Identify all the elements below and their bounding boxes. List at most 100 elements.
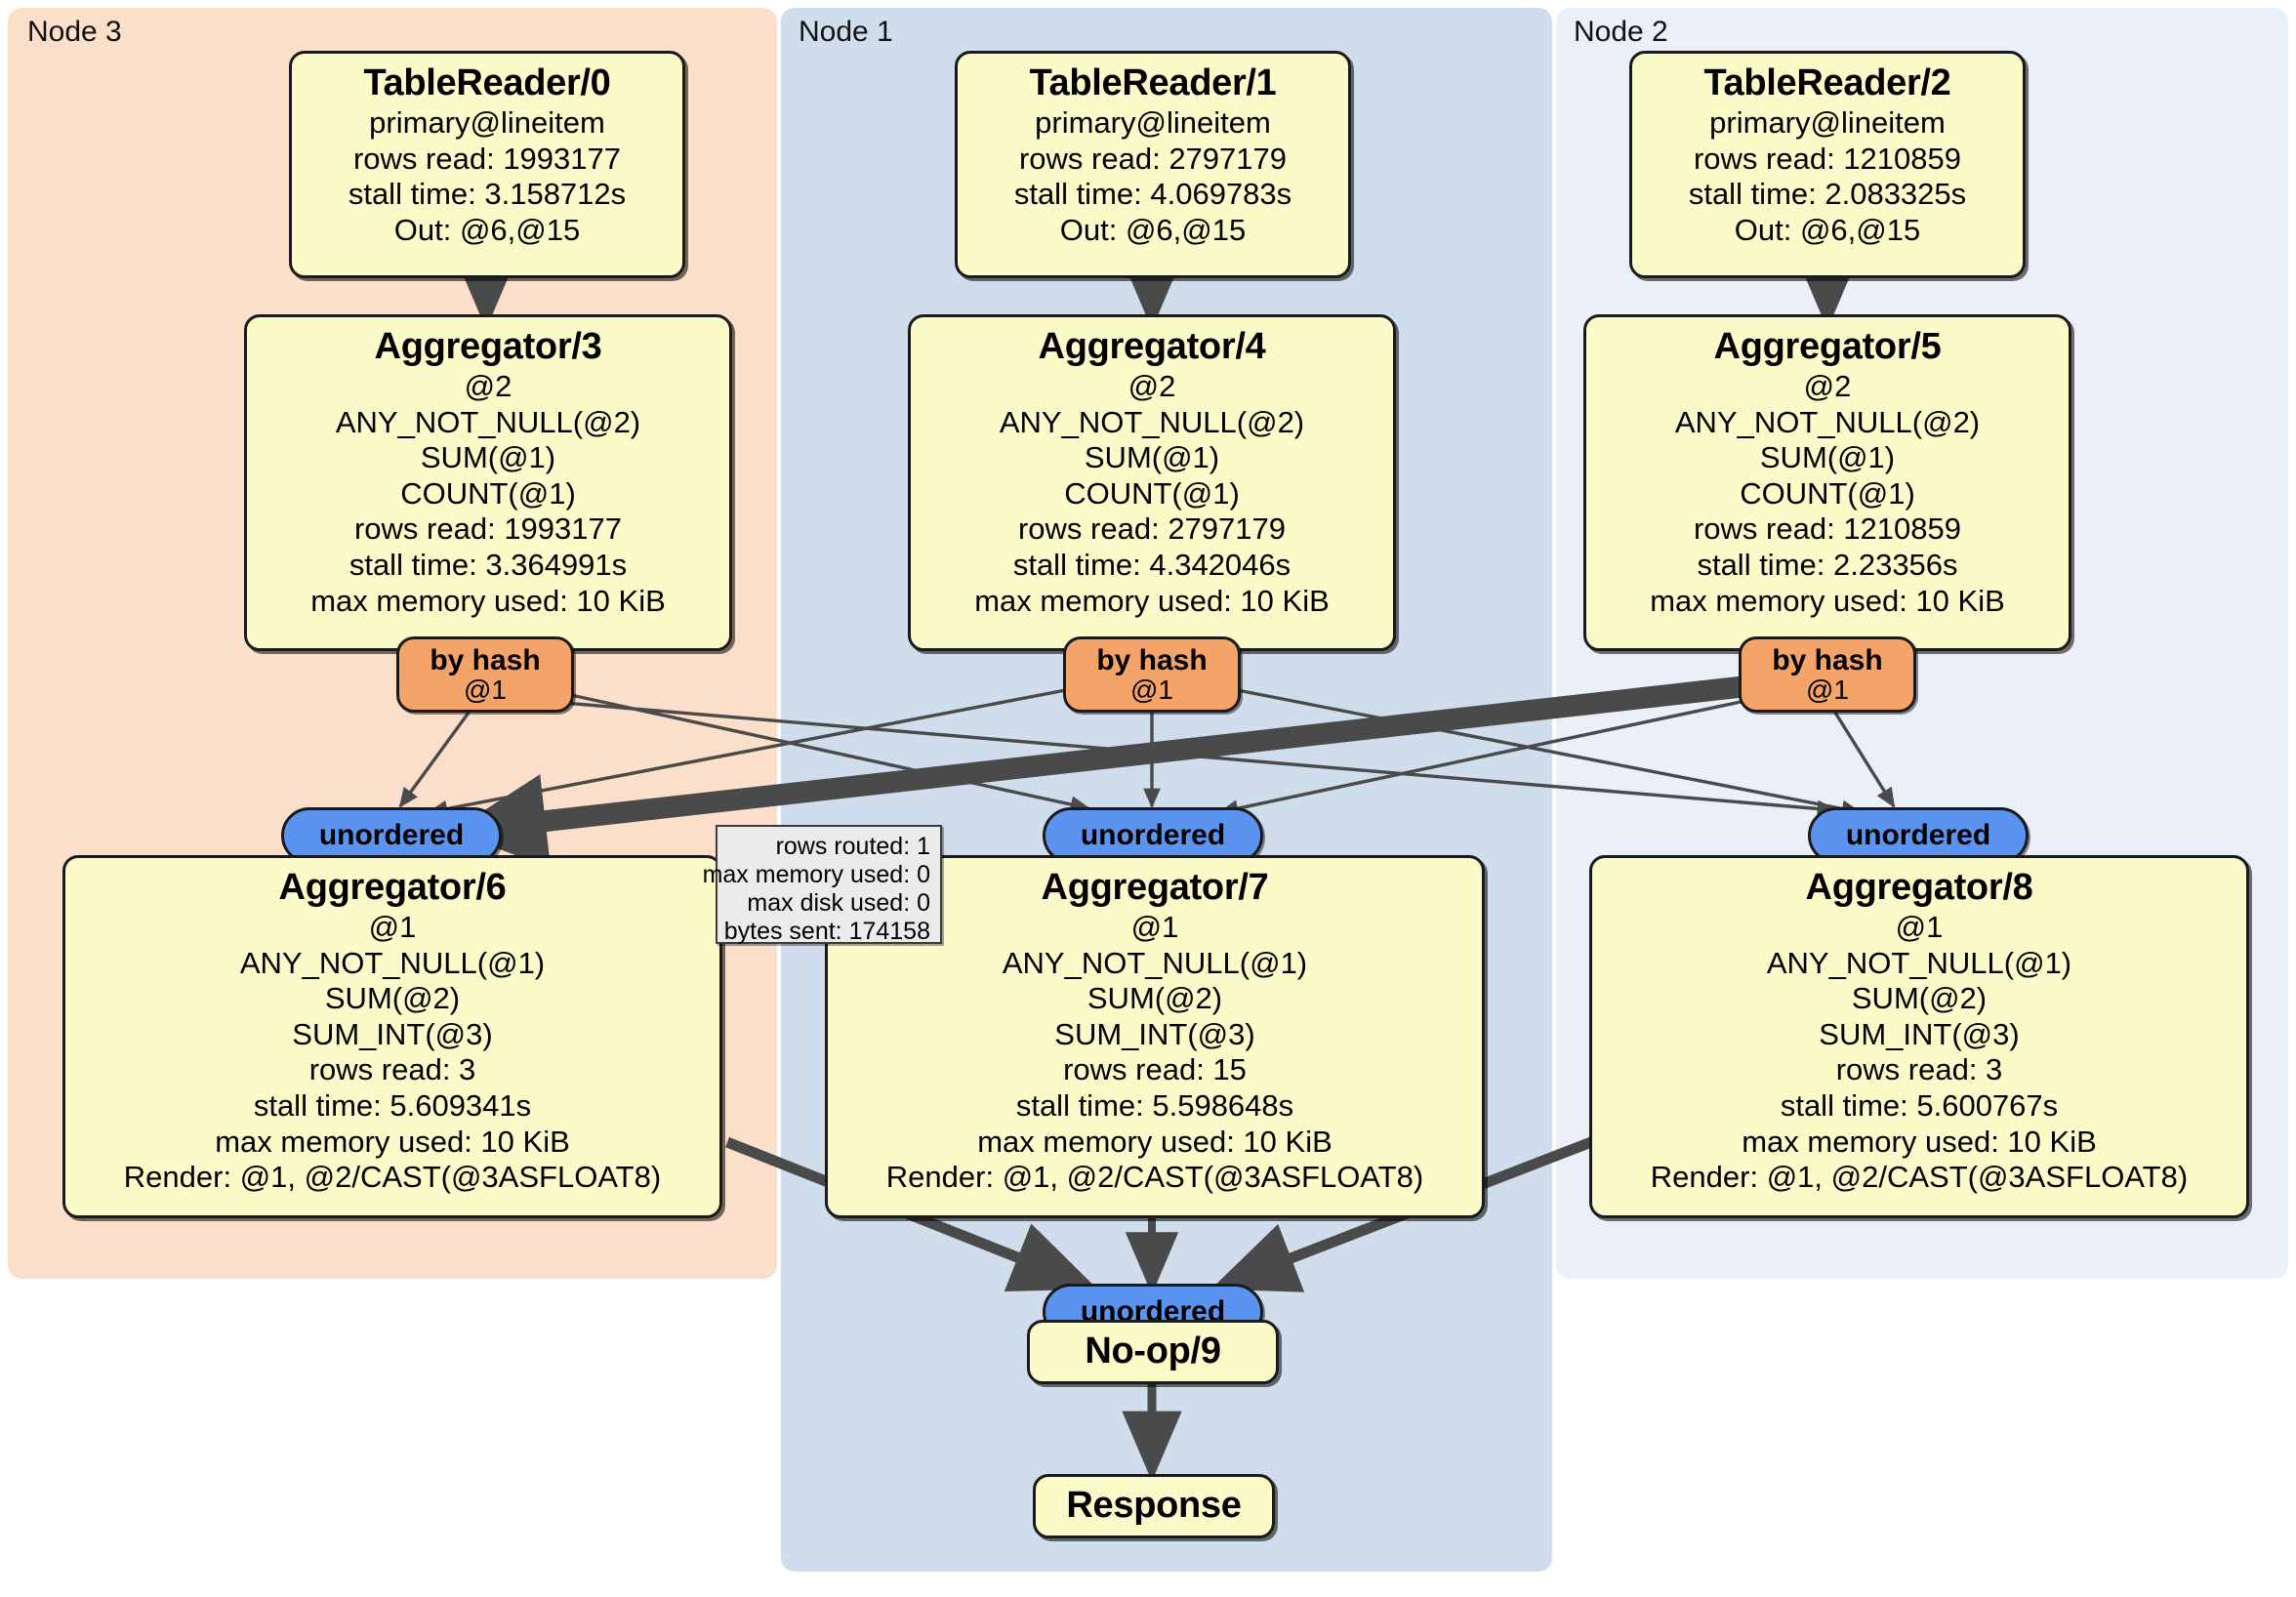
operator-max-memory: max memory used: 10 KiB [977,1124,1332,1159]
operator-max-memory: max memory used: 10 KiB [215,1124,570,1159]
operator-out: Out: @6,@15 [1734,212,1921,247]
panel-label-node3: Node 3 [27,16,122,48]
input-sync-unordered-node2[interactable]: unordered [1808,807,2029,864]
stats-max-memory-used: max memory used: 0 [702,861,930,888]
output-router-by-hash-node2[interactable]: by hash @1 [1739,636,1916,713]
operator-agg-2: SUM(@1) [420,440,556,475]
operator-agg-3: SUM_INT(@3) [1819,1016,2020,1051]
operator-stall-time: stall time: 5.598648s [1015,1087,1294,1123]
operator-rows-read: rows read: 1210859 [1693,141,1962,176]
operator-tablereader-0[interactable]: TableReader/0 primary@lineitem rows read… [289,51,685,278]
operator-agg-3: SUM_INT(@3) [1054,1016,1255,1051]
operator-title: TableReader/2 [1703,62,1951,103]
operator-title: Aggregator/4 [1038,326,1266,367]
operator-stall-time: stall time: 5.609341s [253,1087,532,1123]
operator-aggregator-3[interactable]: Aggregator/3 @2 ANY_NOT_NULL(@2) SUM(@1)… [244,314,732,651]
stats-rows-routed: rows routed: 1 [775,833,930,860]
operator-agg-2: SUM(@1) [1084,440,1220,475]
operator-out: Out: @6,@15 [1059,212,1247,247]
operator-stall-time: stall time: 4.342046s [1012,547,1292,582]
operator-group-key: @1 [368,910,417,945]
operator-agg-1: ANY_NOT_NULL(@2) [999,404,1305,439]
operator-max-memory: max memory used: 10 KiB [1650,583,2005,618]
operator-max-memory: max memory used: 10 KiB [1742,1124,2097,1159]
router-title: by hash [430,643,541,676]
operator-group-key: @2 [1128,369,1176,404]
operator-tablereader-2[interactable]: TableReader/2 primary@lineitem rows read… [1629,51,2026,278]
operator-agg-1: ANY_NOT_NULL(@2) [1674,404,1981,439]
operator-title: Aggregator/7 [1041,867,1269,908]
operator-rows-read: rows read: 1210859 [1693,512,1962,547]
operator-title: Aggregator/8 [1805,867,2033,908]
operator-table: primary@lineitem [369,105,605,141]
operator-rows-read: rows read: 3 [1835,1052,2003,1087]
operator-aggregator-8[interactable]: Aggregator/8 @1 ANY_NOT_NULL(@1) SUM(@2)… [1589,855,2249,1218]
operator-agg-3: COUNT(@1) [400,475,576,511]
operator-rows-read: rows read: 15 [1063,1052,1247,1087]
operator-stall-time: stall time: 5.600767s [1780,1087,2059,1123]
operator-tablereader-1[interactable]: TableReader/1 primary@lineitem rows read… [955,51,1351,278]
operator-stall-time: stall time: 2.083325s [1688,177,1967,212]
operator-title: Aggregator/6 [278,867,507,908]
operator-aggregator-7[interactable]: Aggregator/7 @1 ANY_NOT_NULL(@1) SUM(@2)… [825,855,1485,1218]
operator-agg-3: COUNT(@1) [1740,475,1915,511]
operator-group-key: @1 [1130,910,1179,945]
operator-agg-2: SUM(@1) [1759,440,1896,475]
input-sync-label: unordered [1845,819,1991,851]
operator-aggregator-4[interactable]: Aggregator/4 @2 ANY_NOT_NULL(@2) SUM(@1)… [908,314,1396,651]
router-stats-tooltip: rows routed: 1 max memory used: 0 max di… [703,825,942,945]
operator-max-memory: max memory used: 10 KiB [310,583,666,618]
operator-agg-2: SUM(@2) [1851,981,1988,1016]
router-column: @1 [464,675,507,706]
operator-rows-read: rows read: 3 [308,1052,476,1087]
operator-agg-2: SUM(@2) [324,981,461,1016]
operator-agg-1: ANY_NOT_NULL(@1) [1002,945,1308,980]
operator-title: TableReader/0 [363,62,611,103]
operator-table: primary@lineitem [1035,105,1271,141]
router-title: by hash [1096,643,1208,676]
stats-bytes-sent: bytes sent: 174158 [723,918,930,945]
operator-stall-time: stall time: 4.069783s [1013,177,1292,212]
operator-noop-9[interactable]: No-op/9 [1027,1320,1279,1384]
router-column: @1 [1130,675,1173,706]
operator-agg-1: ANY_NOT_NULL(@2) [335,404,641,439]
input-sync-label: unordered [1080,819,1226,851]
operator-rows-read: rows read: 2797179 [1017,512,1287,547]
operator-aggregator-6[interactable]: Aggregator/6 @1 ANY_NOT_NULL(@1) SUM(@2)… [62,855,722,1218]
operator-rows-read: rows read: 2797179 [1018,141,1288,176]
router-title: by hash [1772,643,1883,676]
operator-title: TableReader/1 [1029,62,1277,103]
operator-table: primary@lineitem [1709,105,1946,141]
operator-group-key: @2 [1803,369,1852,404]
input-sync-unordered-node1[interactable]: unordered [1043,807,1263,864]
input-sync-label: unordered [318,819,465,851]
output-router-by-hash-node3[interactable]: by hash @1 [396,636,574,713]
operator-title: Response [1066,1485,1242,1527]
operator-title: Aggregator/5 [1713,326,1942,367]
router-column: @1 [1806,675,1849,706]
output-router-by-hash-node1[interactable]: by hash @1 [1063,636,1241,713]
operator-stall-time: stall time: 2.23356s [1697,547,1958,582]
operator-group-key: @1 [1895,910,1944,945]
operator-aggregator-5[interactable]: Aggregator/5 @2 ANY_NOT_NULL(@2) SUM(@1)… [1583,314,2071,651]
operator-rows-read: rows read: 1993177 [352,141,622,176]
operator-max-memory: max memory used: 10 KiB [974,583,1330,618]
operator-render: Render: @1, @2/CAST(@3ASFLOAT8) [1650,1160,2189,1195]
operator-render: Render: @1, @2/CAST(@3ASFLOAT8) [885,1160,1424,1195]
panel-label-node1: Node 1 [799,16,893,48]
operator-agg-1: ANY_NOT_NULL(@1) [1766,945,2072,980]
panel-label-node2: Node 2 [1574,16,1668,48]
operator-stall-time: stall time: 3.364991s [348,547,628,582]
operator-agg-1: ANY_NOT_NULL(@1) [239,945,546,980]
operator-out: Out: @6,@15 [393,212,581,247]
operator-agg-3: SUM_INT(@3) [292,1016,493,1051]
operator-render: Render: @1, @2/CAST(@3ASFLOAT8) [123,1160,662,1195]
operator-response[interactable]: Response [1033,1474,1275,1538]
operator-stall-time: stall time: 3.158712s [348,177,627,212]
operator-agg-3: COUNT(@1) [1064,475,1240,511]
operator-rows-read: rows read: 1993177 [353,512,623,547]
stats-max-disk-used: max disk used: 0 [747,889,930,917]
operator-agg-2: SUM(@2) [1086,981,1223,1016]
operator-group-key: @2 [464,369,512,404]
